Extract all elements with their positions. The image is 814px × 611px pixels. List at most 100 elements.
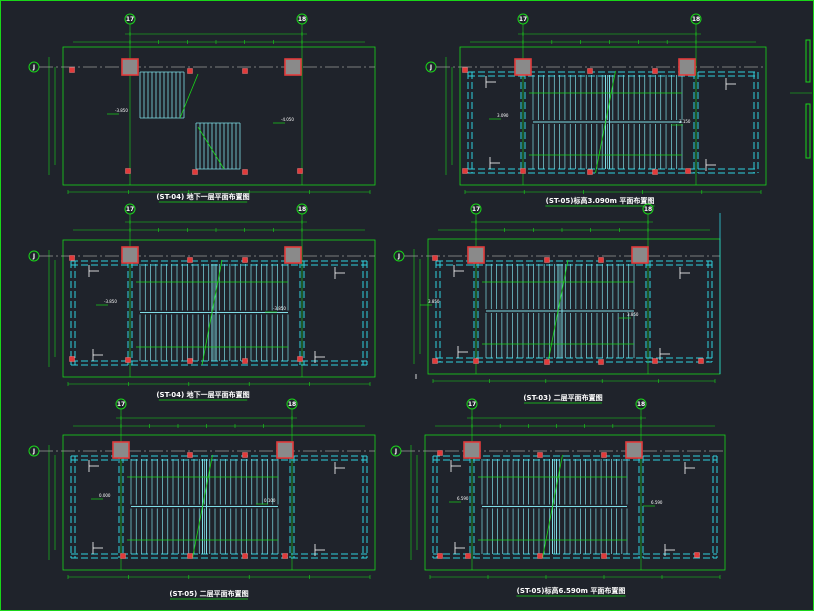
column-small <box>242 68 248 74</box>
column-small <box>698 358 704 364</box>
column-small <box>437 553 443 559</box>
column-main <box>121 246 139 264</box>
axis-bubble <box>470 203 482 215</box>
column-small <box>465 553 471 559</box>
axis-bubble <box>642 203 654 215</box>
break-line <box>595 70 616 174</box>
break-line <box>179 73 199 119</box>
column-small <box>120 553 126 559</box>
column-main <box>276 441 294 459</box>
axis-label: 18 <box>644 206 652 213</box>
break-line <box>542 454 563 559</box>
break-line <box>547 259 569 363</box>
level-label: -4.050 <box>281 117 294 122</box>
level-label: -3.850 <box>115 108 128 113</box>
plan-frame <box>424 434 726 571</box>
axis-label: 18 <box>298 16 306 23</box>
axis-label: J <box>32 448 35 455</box>
axis-bubble <box>690 13 702 25</box>
column-small <box>473 358 479 364</box>
axis-bubble <box>124 13 136 25</box>
plan-4: 17 18J 3.850 3.850 (ST-03) 二层平面布置图 <box>393 203 721 404</box>
column-main <box>284 58 302 76</box>
level-label: 3.150 <box>679 119 691 124</box>
break-line <box>192 454 213 559</box>
column-small <box>462 67 468 73</box>
column-main <box>284 246 302 264</box>
column-small <box>598 359 604 365</box>
column-main <box>625 441 643 459</box>
axis-label: J <box>32 253 35 260</box>
column-small <box>187 257 193 263</box>
column-small <box>242 553 248 559</box>
column-small <box>187 358 193 364</box>
column-main <box>112 441 130 459</box>
column-small <box>537 553 543 559</box>
column-small <box>69 356 75 362</box>
plan-caption: (ST-05) 二层平面布置图 <box>169 589 248 598</box>
level-label: 0.100 <box>264 498 276 503</box>
axis-label: 18 <box>692 16 700 23</box>
plan-caption: (ST-05)标高6.590m 平面布置图 <box>517 586 626 595</box>
column-small <box>432 358 438 364</box>
plan-caption: (ST-04) 地下一层平面布置图 <box>156 192 249 201</box>
axis-label: 18 <box>298 206 306 213</box>
level-label: 6.590 <box>651 500 663 505</box>
column-small <box>587 169 593 175</box>
column-small <box>69 67 75 73</box>
axis-label: 17 <box>472 206 480 213</box>
title-block-mark <box>805 103 811 159</box>
column-small <box>432 255 438 261</box>
column-small <box>652 169 658 175</box>
column-small <box>685 168 691 174</box>
axis-label: 17 <box>468 401 476 408</box>
column-small <box>242 169 248 175</box>
column-small <box>125 357 131 363</box>
column-small <box>652 358 658 364</box>
column-main <box>121 58 139 76</box>
column-small <box>69 255 75 261</box>
column-small <box>598 257 604 263</box>
column-small <box>187 68 193 74</box>
column-small <box>437 450 443 456</box>
level-label: 3.090 <box>497 113 509 118</box>
column-small <box>587 68 593 74</box>
column-small <box>462 168 468 174</box>
column-small <box>520 168 526 174</box>
axis-label: 17 <box>519 16 527 23</box>
break-line <box>197 126 225 170</box>
axis-bubble <box>115 398 127 410</box>
column-small <box>297 356 303 362</box>
level-label: -3.850 <box>104 299 117 304</box>
column-small <box>192 169 198 175</box>
title-block-mark <box>805 39 811 83</box>
level-label: -3.850 <box>273 306 286 311</box>
column-small <box>187 452 193 458</box>
level-label: 3.850 <box>428 299 440 304</box>
column-small <box>242 257 248 263</box>
plan-frame <box>62 239 376 378</box>
column-small <box>544 257 550 263</box>
plan-frame <box>459 46 767 186</box>
axis-bubble <box>296 13 308 25</box>
column-main <box>467 246 485 264</box>
column-small <box>601 553 607 559</box>
level-label: 3.850 <box>627 312 639 317</box>
column-small <box>652 68 658 74</box>
axis-label: J <box>397 253 400 260</box>
axis-label: 17 <box>126 206 134 213</box>
column-small <box>187 553 193 559</box>
level-label: 6.590 <box>457 496 469 501</box>
axis-bubble <box>286 398 298 410</box>
plan-caption: (ST-03) 二层平面布置图 <box>523 393 602 402</box>
column-main <box>463 441 481 459</box>
column-small <box>694 552 700 558</box>
plan-caption: (ST-04) 地下一层平面布置图 <box>156 390 249 399</box>
axis-label: 17 <box>126 16 134 23</box>
column-main <box>631 246 649 264</box>
break-line <box>201 259 223 366</box>
